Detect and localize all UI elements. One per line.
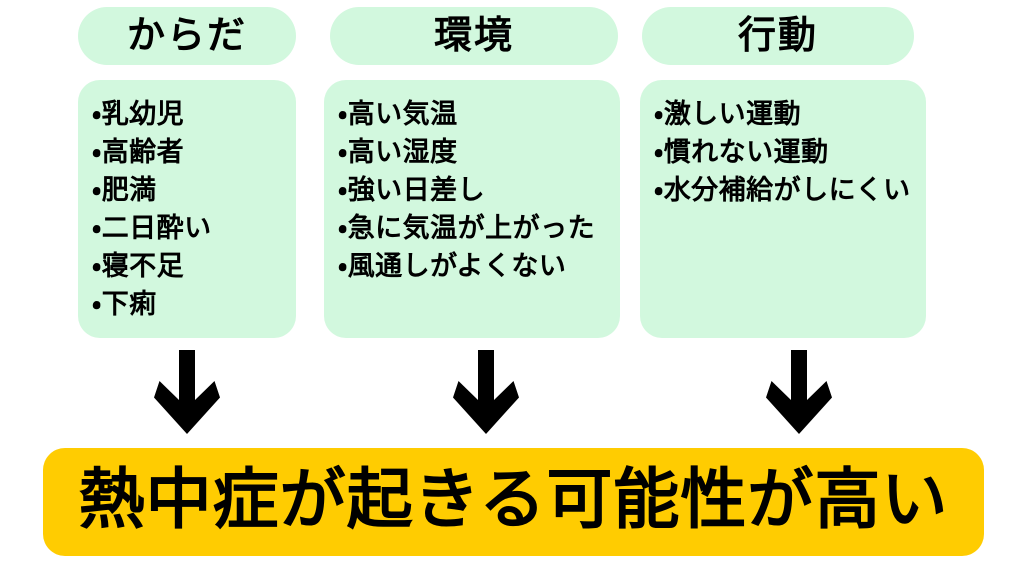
category-panel-body: ・乳幼児 ・高齢者 ・肥満 ・二日酔い ・寝不足 ・下痢 <box>78 80 296 338</box>
list-item: ・強い日差し <box>338 172 610 210</box>
factor-list-environment: ・高い気温 ・高い湿度 ・強い日差し ・急に気温が上がった ・風通しがよくない <box>338 96 610 286</box>
bullet-marker: ・ <box>338 137 348 168</box>
down-arrow-icon <box>154 350 220 434</box>
list-item: ・風通しがよくない <box>338 248 610 286</box>
list-item: ・乳幼児 <box>92 96 286 134</box>
category-panel-behavior: ・激しい運動 ・慣れない運動 ・水分補給がしにくい <box>640 80 926 338</box>
bullet-marker: ・ <box>654 137 664 168</box>
bullet-marker: ・ <box>92 213 102 244</box>
list-item: ・寝不足 <box>92 248 286 286</box>
list-item-label: 寝不足 <box>101 251 185 282</box>
list-item: ・高い気温 <box>338 96 610 134</box>
down-arrow-icon <box>453 350 519 434</box>
bullet-marker: ・ <box>92 289 102 320</box>
list-item: ・下痢 <box>92 286 286 324</box>
category-header-label: 環境 <box>433 12 514 57</box>
list-item-label: 二日酔い <box>101 213 212 244</box>
list-item-label: 強い日差し <box>347 175 486 206</box>
conclusion-label: 熱中症が起きる可能性が高い <box>78 461 949 538</box>
down-arrow-icon <box>766 350 832 434</box>
category-header-environment: 環境 <box>330 7 618 65</box>
list-item: ・慣れない運動 <box>654 134 916 172</box>
list-item: ・激しい運動 <box>654 96 916 134</box>
list-item: ・急に気温が上がった <box>338 210 610 248</box>
list-item: ・肥満 <box>92 172 286 210</box>
bullet-marker: ・ <box>338 99 348 130</box>
conclusion-banner: 熱中症が起きる可能性が高い <box>43 448 984 556</box>
list-item: ・水分補給がしにくい <box>654 172 916 210</box>
category-panel-environment: ・高い気温 ・高い湿度 ・強い日差し ・急に気温が上がった ・風通しがよくない <box>324 80 620 338</box>
list-item-label: 高齢者 <box>101 137 185 168</box>
list-item-label: 高い気温 <box>347 99 458 130</box>
list-item: ・高い湿度 <box>338 134 610 172</box>
bullet-marker: ・ <box>92 137 102 168</box>
list-item-label: 水分補給がしにくい <box>663 175 911 206</box>
bullet-marker: ・ <box>654 99 664 130</box>
category-header-body: からだ <box>78 7 296 65</box>
list-item-label: 慣れない運動 <box>663 137 829 168</box>
list-item-label: 急に気温が上がった <box>347 213 596 244</box>
factor-list-body: ・乳幼児 ・高齢者 ・肥満 ・二日酔い ・寝不足 ・下痢 <box>92 96 286 324</box>
bullet-marker: ・ <box>654 175 664 206</box>
list-item-label: 風通しがよくない <box>347 251 567 282</box>
list-item: ・高齢者 <box>92 134 286 172</box>
list-item-label: 乳幼児 <box>101 99 185 130</box>
bullet-marker: ・ <box>338 251 348 282</box>
factor-list-behavior: ・激しい運動 ・慣れない運動 ・水分補給がしにくい <box>654 96 916 210</box>
bullet-marker: ・ <box>338 175 348 206</box>
category-header-label: からだ <box>126 12 247 57</box>
list-item-label: 肥満 <box>101 175 157 206</box>
category-header-behavior: 行動 <box>642 7 914 65</box>
bullet-marker: ・ <box>92 99 102 130</box>
bullet-marker: ・ <box>92 175 102 206</box>
list-item-label: 下痢 <box>101 289 157 320</box>
category-header-label: 行動 <box>737 12 818 57</box>
list-item: ・二日酔い <box>92 210 286 248</box>
list-item-label: 激しい運動 <box>663 99 802 130</box>
bullet-marker: ・ <box>338 213 348 244</box>
list-item-label: 高い湿度 <box>347 137 458 168</box>
bullet-marker: ・ <box>92 251 102 282</box>
